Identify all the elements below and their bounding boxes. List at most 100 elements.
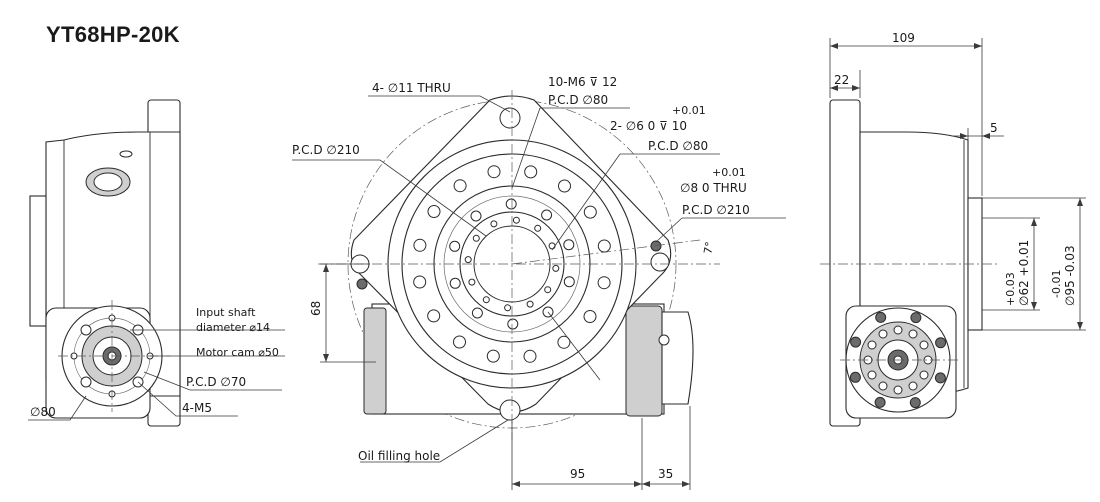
left-oil-plug-inner (93, 172, 123, 192)
ring-bolt-hole (523, 349, 537, 363)
label-dia80: ∅80 (30, 405, 56, 419)
thru-hole-right (650, 252, 670, 272)
hub-small-hole (526, 300, 534, 308)
leader-thru-holes (368, 95, 511, 113)
hub-small-hole (534, 224, 542, 232)
right-adapter-hole (878, 381, 888, 391)
ring-bolt-hole (486, 349, 500, 363)
label-pcd210-left: P.C.D ∅210 (292, 143, 360, 157)
right-adapter-outer-hole (874, 396, 886, 408)
label-pcd80-b: P.C.D ∅80 (648, 139, 708, 153)
right-adapter-hole-pattern (849, 311, 947, 409)
label-m5: 4-M5 (182, 401, 212, 415)
right-adapter-outer-hole (909, 397, 921, 409)
oil-filling-hole (499, 399, 521, 421)
arrow-109-right (974, 43, 982, 49)
label-pin-holes-tol: +0.01 (672, 104, 706, 117)
hub-small-hole (482, 296, 490, 304)
hub-small-hole (464, 256, 472, 264)
left-rear-boss (29, 195, 47, 327)
right-adapter-outer-hole (910, 312, 922, 324)
label-pcd70: P.C.D ∅70 (186, 375, 246, 389)
right-adapter-hole (867, 370, 877, 380)
right-adapter-outer-hole (850, 336, 862, 348)
front-side-motor-housing (625, 305, 663, 417)
right-adapter-hole (919, 340, 929, 350)
arrow-95d-bottom (1077, 322, 1083, 330)
hub-bolt-hole (563, 276, 575, 288)
ring-bolt-hole (583, 310, 597, 323)
ring-bolt-hole (597, 276, 611, 290)
label-pcd210-right: P.C.D ∅210 (682, 203, 750, 217)
right-adapter-outer-hole (875, 311, 887, 323)
arrow-5-right (982, 133, 990, 139)
label-thru-holes: 4- ∅11 THRU (372, 81, 451, 95)
ring-bolt-hole (597, 239, 611, 253)
arrow-95-left (512, 481, 520, 487)
label-motor-cam: Motor cam ⌀50 (196, 346, 279, 359)
pin-hole-right (650, 240, 662, 252)
ring-bolt-hole (558, 179, 571, 193)
arrow-109-left (830, 43, 838, 49)
ring-bolt-hole (487, 165, 501, 179)
hub-small-hole (544, 286, 552, 294)
right-adapter-hole (878, 329, 888, 339)
right-adapter-hole (908, 329, 918, 339)
front-view: 4- ∅11 THRU 10-M6 ⊽ 12 P.C.D ∅80 +0.01 2… (292, 75, 786, 490)
label-pin-holes: 2- ∅6 0 ⊽ 10 (610, 119, 687, 133)
right-adapter-hole (919, 370, 929, 380)
ring-bolt-hole (413, 238, 427, 252)
ring-bolt-hole (557, 335, 571, 349)
label-tap-holes: 10-M6 ⊽ 12 (548, 75, 617, 89)
label-dim5: 5 (990, 121, 998, 135)
arrow-62-top (1031, 218, 1037, 226)
leader-dia80 (28, 395, 87, 421)
right-adapter-hole (908, 381, 918, 391)
hub-small-hole (504, 304, 512, 312)
label-thru8-tol: +0.01 (712, 166, 746, 179)
right-side-view: 109 22 5 +0.03 ∅62 +0.01 -0.01 ∅95 -0.03 (820, 31, 1086, 427)
label-dim109: 109 (892, 31, 915, 45)
ring-bolt-hole (427, 205, 441, 218)
front-left-plug (363, 307, 387, 415)
hub-small-hole (512, 216, 520, 224)
ring-bolt-hole (427, 309, 441, 323)
leader-tap-holes (511, 107, 630, 189)
right-adapter-hole (867, 340, 877, 350)
ring-bolt-pattern (413, 165, 611, 363)
ring-bolt-hole (524, 165, 538, 179)
label-dim35: 35 (658, 467, 673, 481)
front-motor-cap (661, 311, 694, 405)
label-dim68: 68 (309, 301, 323, 316)
label-angle: 7° (701, 241, 716, 256)
pin-hole-left (356, 278, 368, 290)
front-angle-line (511, 239, 701, 265)
arrow-22-right (852, 85, 860, 91)
m5-hole-3 (80, 376, 92, 388)
hub-bolt-hole (449, 240, 461, 252)
leader-pcd210-left (292, 159, 487, 237)
leader-thru8 (655, 217, 683, 243)
hub-small-hole (552, 264, 560, 272)
arrow-5-left (960, 133, 968, 139)
leader-pcd70 (143, 371, 282, 391)
label-oil-hole: Oil filling hole (358, 449, 440, 463)
dimension-arrows (323, 43, 1083, 487)
right-adapter-hole (893, 325, 903, 335)
arrow-95d-top (1077, 198, 1083, 206)
label-dim95d-tol: -0.01 (1050, 270, 1063, 298)
hub-small-hole (468, 278, 476, 286)
leader-m5 (137, 381, 238, 417)
drawing-title: YT68HP-20K (46, 22, 180, 47)
ring-bolt-hole (453, 335, 466, 349)
right-adapter-outer-hole (849, 371, 861, 383)
ring-bolt-hole (413, 275, 427, 289)
hub-bolt-hole (505, 198, 517, 210)
leader-pin-holes (551, 153, 621, 251)
hub-bolt-hole (449, 277, 461, 289)
arrow-35-right (682, 481, 690, 487)
hub-small-hole (548, 242, 556, 250)
label-pcd80-a: P.C.D ∅80 (548, 93, 608, 107)
label-dim62-tol: +0.03 (1004, 272, 1017, 306)
